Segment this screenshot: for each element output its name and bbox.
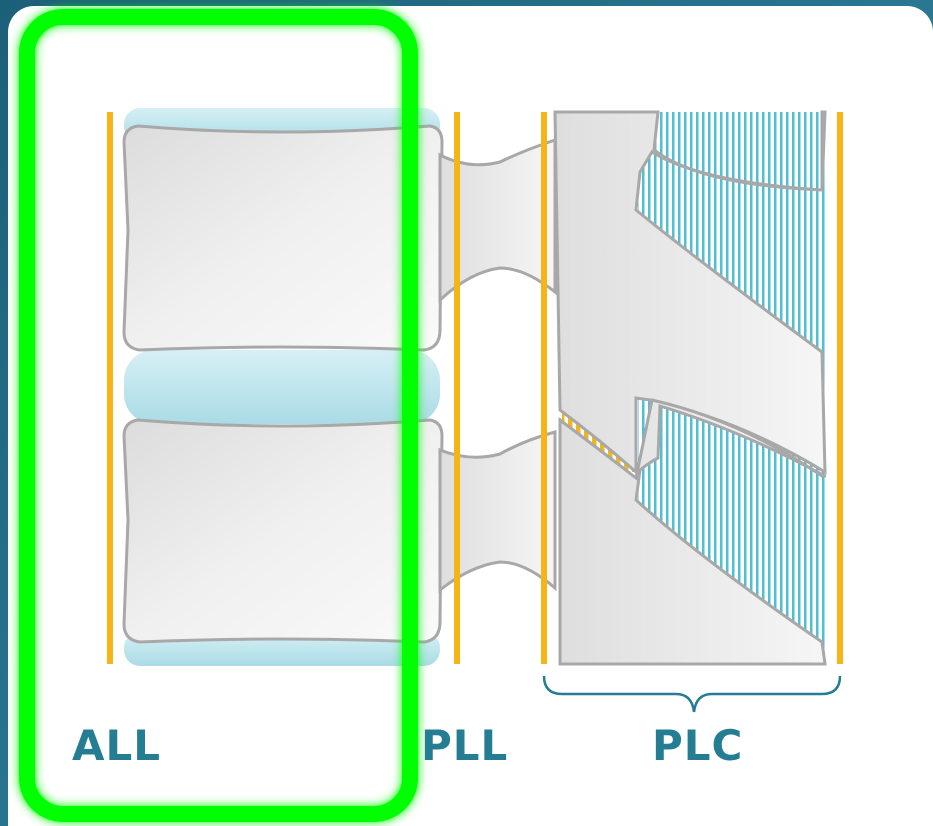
label-all: ALL: [72, 721, 162, 770]
vertebral-bodies: [122, 124, 444, 644]
lamina-top: [553, 110, 827, 476]
ligament-lines: [107, 112, 843, 664]
vertebral-body-lower: [122, 418, 444, 644]
pedicle-upper: [438, 137, 557, 304]
label-pll: PLL: [421, 721, 509, 770]
vertebral-body-upper: [122, 124, 444, 352]
posterior-ligament-complex: [553, 110, 828, 666]
pedicles: [438, 137, 557, 594]
lamina-bottom: [558, 398, 827, 666]
label-plc: PLC: [652, 721, 744, 770]
pedicle-lower: [438, 430, 557, 594]
plc-brace: [542, 675, 842, 713]
disc-middle: [124, 350, 440, 424]
highlight-box: [19, 9, 418, 822]
